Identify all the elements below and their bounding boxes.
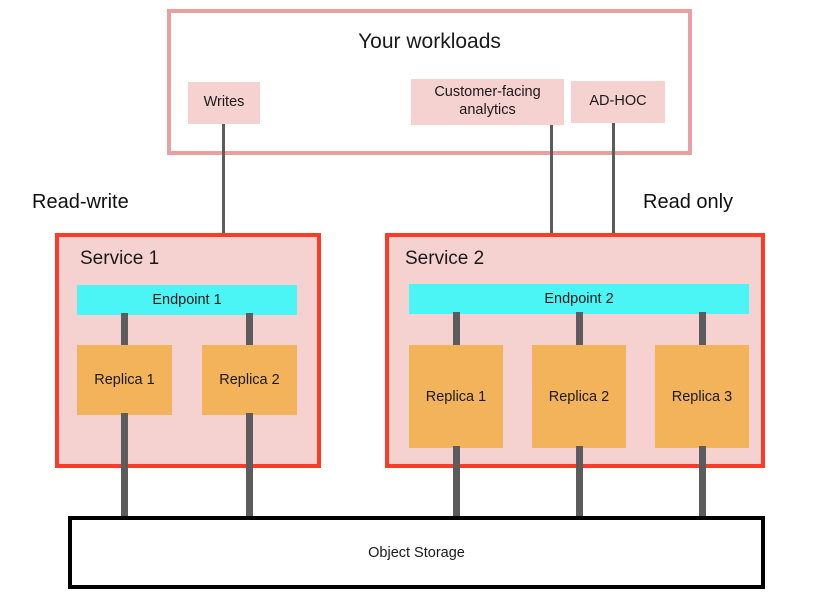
connector-endpoint1-replica2 <box>246 313 253 347</box>
connector-endpoint2-replica3 <box>699 312 706 347</box>
connector-s2-replica3-storage <box>699 446 706 520</box>
arrow-adhoc-to-endpoint2-line <box>612 123 615 261</box>
label-read-only: Read only <box>643 191 734 213</box>
service-2-replica-3[interactable]: Replica 3 <box>655 345 749 448</box>
service-1-replica-2[interactable]: Replica 2 <box>202 345 297 415</box>
object-storage-label: Object Storage <box>368 544 465 561</box>
service-2-title: Service 2 <box>405 248 485 269</box>
workload-chip-ad-hoc[interactable]: AD-HOC <box>571 81 665 123</box>
service-2-replica-2[interactable]: Replica 2 <box>532 345 626 448</box>
connector-s2-replica2-storage <box>576 446 583 520</box>
workloads-title: Your workloads <box>358 30 501 53</box>
connector-s1-replica2-storage <box>246 413 253 520</box>
arrow-writes-to-endpoint1-line <box>222 124 225 261</box>
connector-s1-replica1-storage <box>121 413 128 520</box>
connector-endpoint2-replica2 <box>576 312 583 347</box>
service-1-endpoint[interactable]: Endpoint 1 <box>77 285 297 315</box>
connector-s2-replica1-storage <box>453 446 460 520</box>
workload-chip-writes[interactable]: Writes <box>188 82 260 124</box>
service-1-replica-1[interactable]: Replica 1 <box>77 345 172 415</box>
label-read-write: Read-write <box>32 191 129 213</box>
arrow-analytics-to-endpoint2-line <box>550 125 553 261</box>
service-2-endpoint[interactable]: Endpoint 2 <box>409 284 749 314</box>
connector-endpoint1-replica1 <box>121 313 128 347</box>
service-2-replica-1[interactable]: Replica 1 <box>409 345 503 448</box>
service-1-title: Service 1 <box>80 248 160 269</box>
connector-endpoint2-replica1 <box>453 312 460 347</box>
workload-chip-customer-facing-analytics[interactable]: Customer-facing analytics <box>411 79 564 125</box>
object-storage-container: Object Storage <box>68 516 765 589</box>
